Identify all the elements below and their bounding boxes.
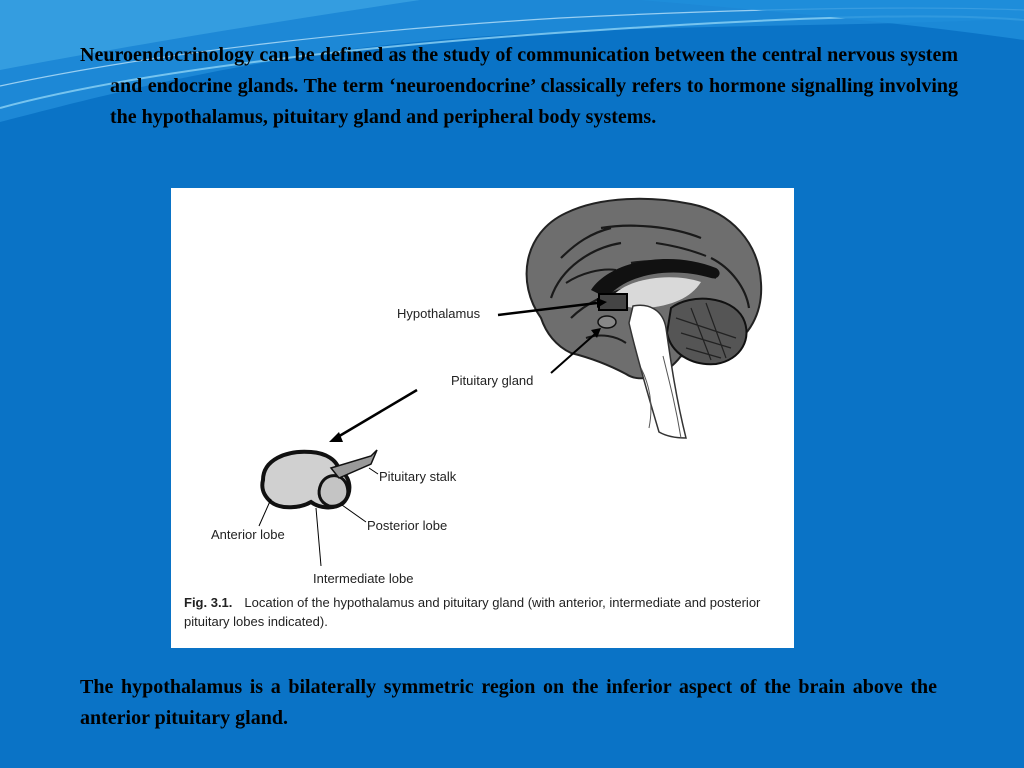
figure-caption: Fig. 3.1.Location of the hypothalamus an… bbox=[184, 593, 774, 631]
label-pituitary-stalk: Pituitary stalk bbox=[379, 469, 457, 484]
brain-diagram bbox=[258, 197, 763, 567]
label-intermediate-lobe: Intermediate lobe bbox=[313, 571, 414, 586]
figure-hypothalamus-pituitary: Hypothalamus Pituitary gland Pituitary s… bbox=[171, 188, 794, 648]
label-hypothalamus: Hypothalamus bbox=[397, 306, 481, 321]
label-pituitary-gland: Pituitary gland bbox=[451, 373, 534, 388]
figure-caption-number: Fig. 3.1. bbox=[184, 595, 233, 610]
label-posterior-lobe: Posterior lobe bbox=[367, 518, 448, 533]
label-anterior-lobe: Anterior lobe bbox=[211, 527, 285, 542]
intro-paragraph: Neuroendocrinology can be defined as the… bbox=[80, 44, 958, 128]
closing-paragraph: The hypothalamus is a bilaterally symmet… bbox=[80, 676, 937, 729]
figure-caption-text: Location of the hypothalamus and pituita… bbox=[184, 595, 761, 629]
